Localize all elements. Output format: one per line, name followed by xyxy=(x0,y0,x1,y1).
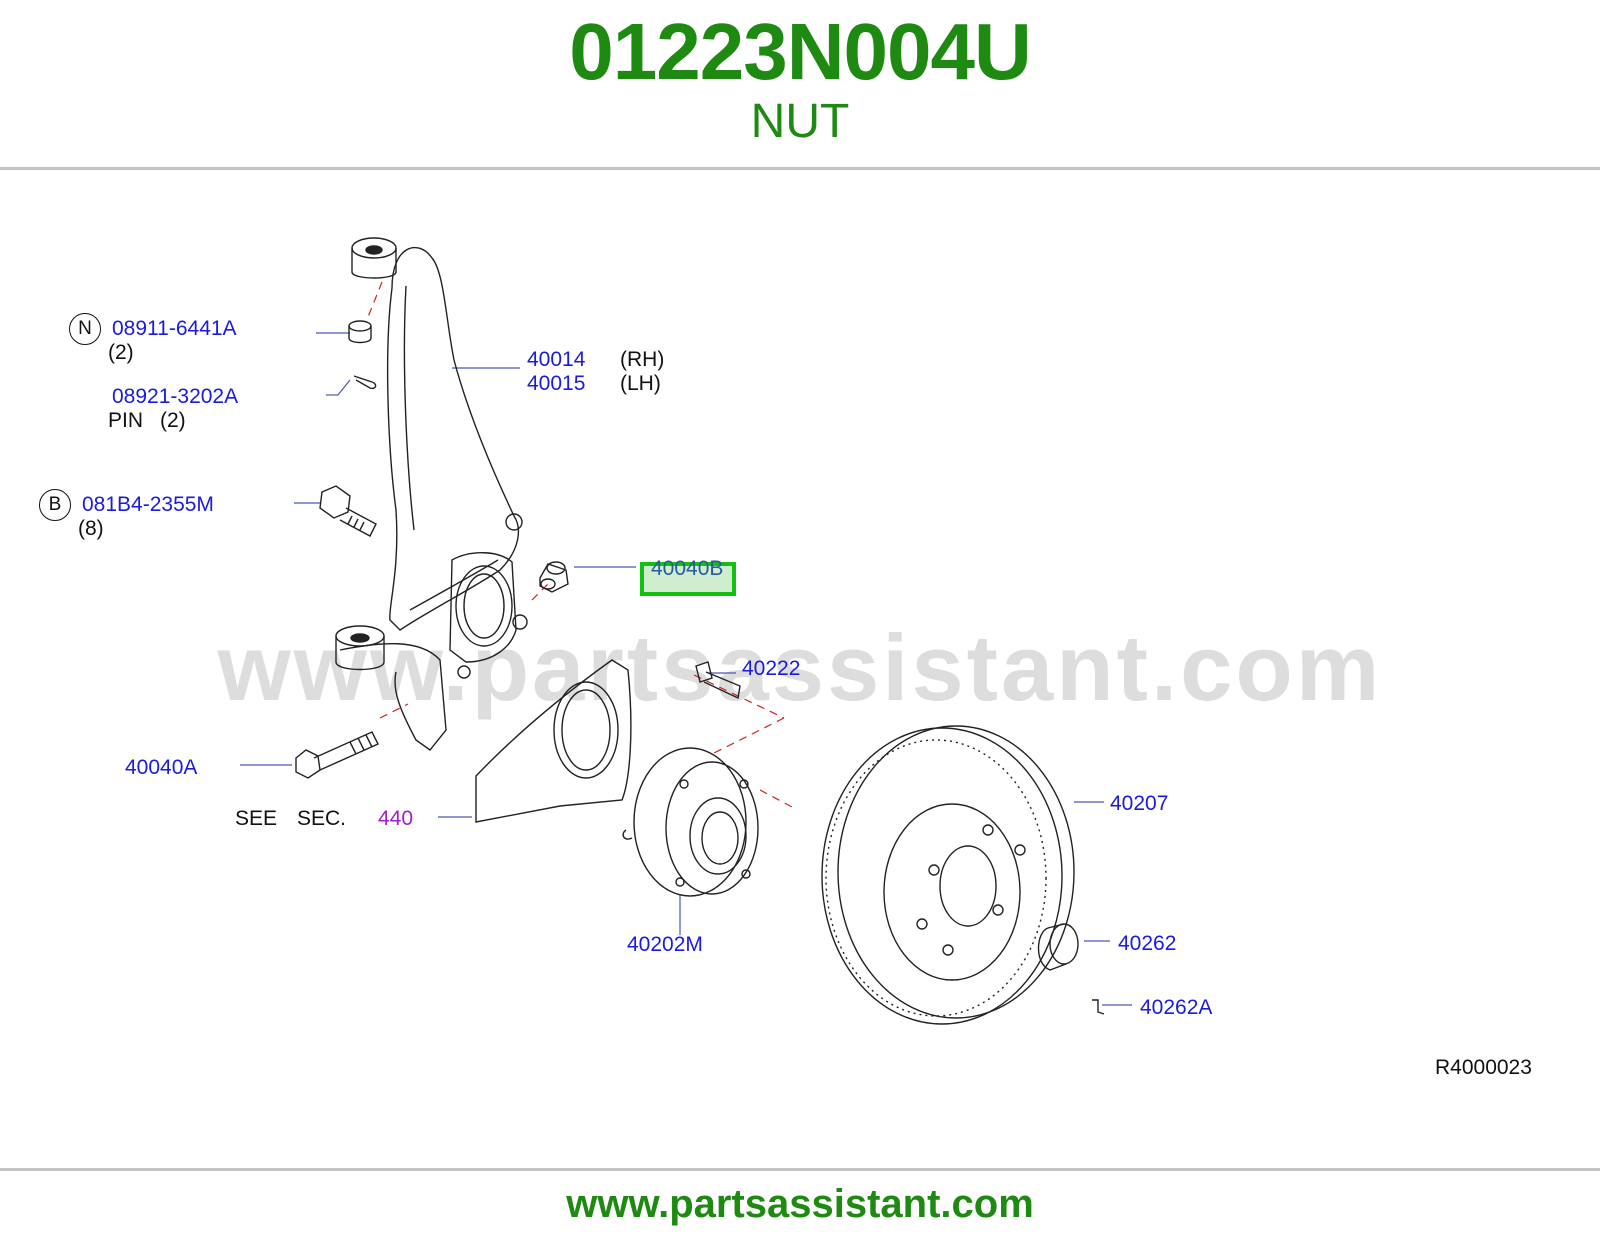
callout-08921-3202a[interactable]: 08921-3202A xyxy=(112,385,239,408)
cap-pin-drawing xyxy=(1092,999,1105,1015)
baffle-plate-drawing xyxy=(475,659,632,823)
hub-assembly-drawing xyxy=(622,747,759,897)
see-label: SEE xyxy=(235,807,278,830)
hub-bolt-40222-drawing xyxy=(695,661,741,700)
part-name-subtitle: NUT xyxy=(750,95,850,148)
bolt-081b4-drawing xyxy=(319,485,377,537)
highlighted-part-box[interactable] xyxy=(640,562,736,596)
callout-40202m[interactable]: 40202M xyxy=(627,933,703,956)
watermark-text: www.partsassistant.com xyxy=(217,615,1383,720)
callout-40222[interactable]: 40222 xyxy=(742,657,801,680)
cotter-pin-drawing xyxy=(353,375,377,390)
section-ref-440[interactable]: 440 xyxy=(378,807,414,830)
qty-pin: (2) xyxy=(160,409,186,432)
bolt-40040a-drawing xyxy=(295,731,379,779)
qty-08911-6441a: (2) xyxy=(108,341,134,364)
nut-40040b-drawing xyxy=(539,561,569,593)
callout-40207[interactable]: 40207 xyxy=(1110,792,1169,815)
callout-08911-6441a[interactable]: 08911-6441A xyxy=(112,317,237,340)
callout-40014[interactable]: 40014 xyxy=(527,348,586,371)
callout-40015[interactable]: 40015 xyxy=(527,372,586,395)
marker-b-icon: B xyxy=(39,489,71,521)
part-number-title: 01223N004U xyxy=(569,7,1031,96)
footer-website-link[interactable]: www.partsassistant.com xyxy=(566,1182,1034,1226)
callout-40040b[interactable]: 40040B xyxy=(651,557,724,580)
sec-label: SEC. xyxy=(297,807,347,830)
callout-40262a[interactable]: 40262A xyxy=(1140,996,1213,1019)
side-rh: (RH) xyxy=(620,348,665,371)
callout-40262[interactable]: 40262 xyxy=(1118,932,1177,955)
header-divider xyxy=(0,167,1600,170)
nut-08911-drawing xyxy=(348,320,372,344)
steering-knuckle-drawing xyxy=(335,237,528,751)
cap-40262-drawing xyxy=(1037,923,1079,971)
qty-081b4-2355m: (8) xyxy=(78,517,104,540)
name-pin: PIN xyxy=(108,409,144,432)
parts-diagram: www.partsassistant.com xyxy=(0,210,1600,1130)
side-lh: (LH) xyxy=(620,372,661,395)
marker-n-icon: N xyxy=(69,313,101,345)
page-header: 01223N004U NUT xyxy=(0,0,1600,170)
diagram-reference-code: R4000023 xyxy=(1435,1056,1532,1079)
callout-081b4-2355m[interactable]: 081B4-2355M xyxy=(82,493,214,516)
disc-rotor-drawing xyxy=(821,725,1075,1025)
callout-40040a[interactable]: 40040A xyxy=(125,756,198,779)
alignment-dashes xyxy=(365,281,795,809)
exploded-view-drawing xyxy=(240,237,1132,1025)
footer-divider xyxy=(0,1168,1600,1171)
leader-lines xyxy=(240,332,1132,1006)
